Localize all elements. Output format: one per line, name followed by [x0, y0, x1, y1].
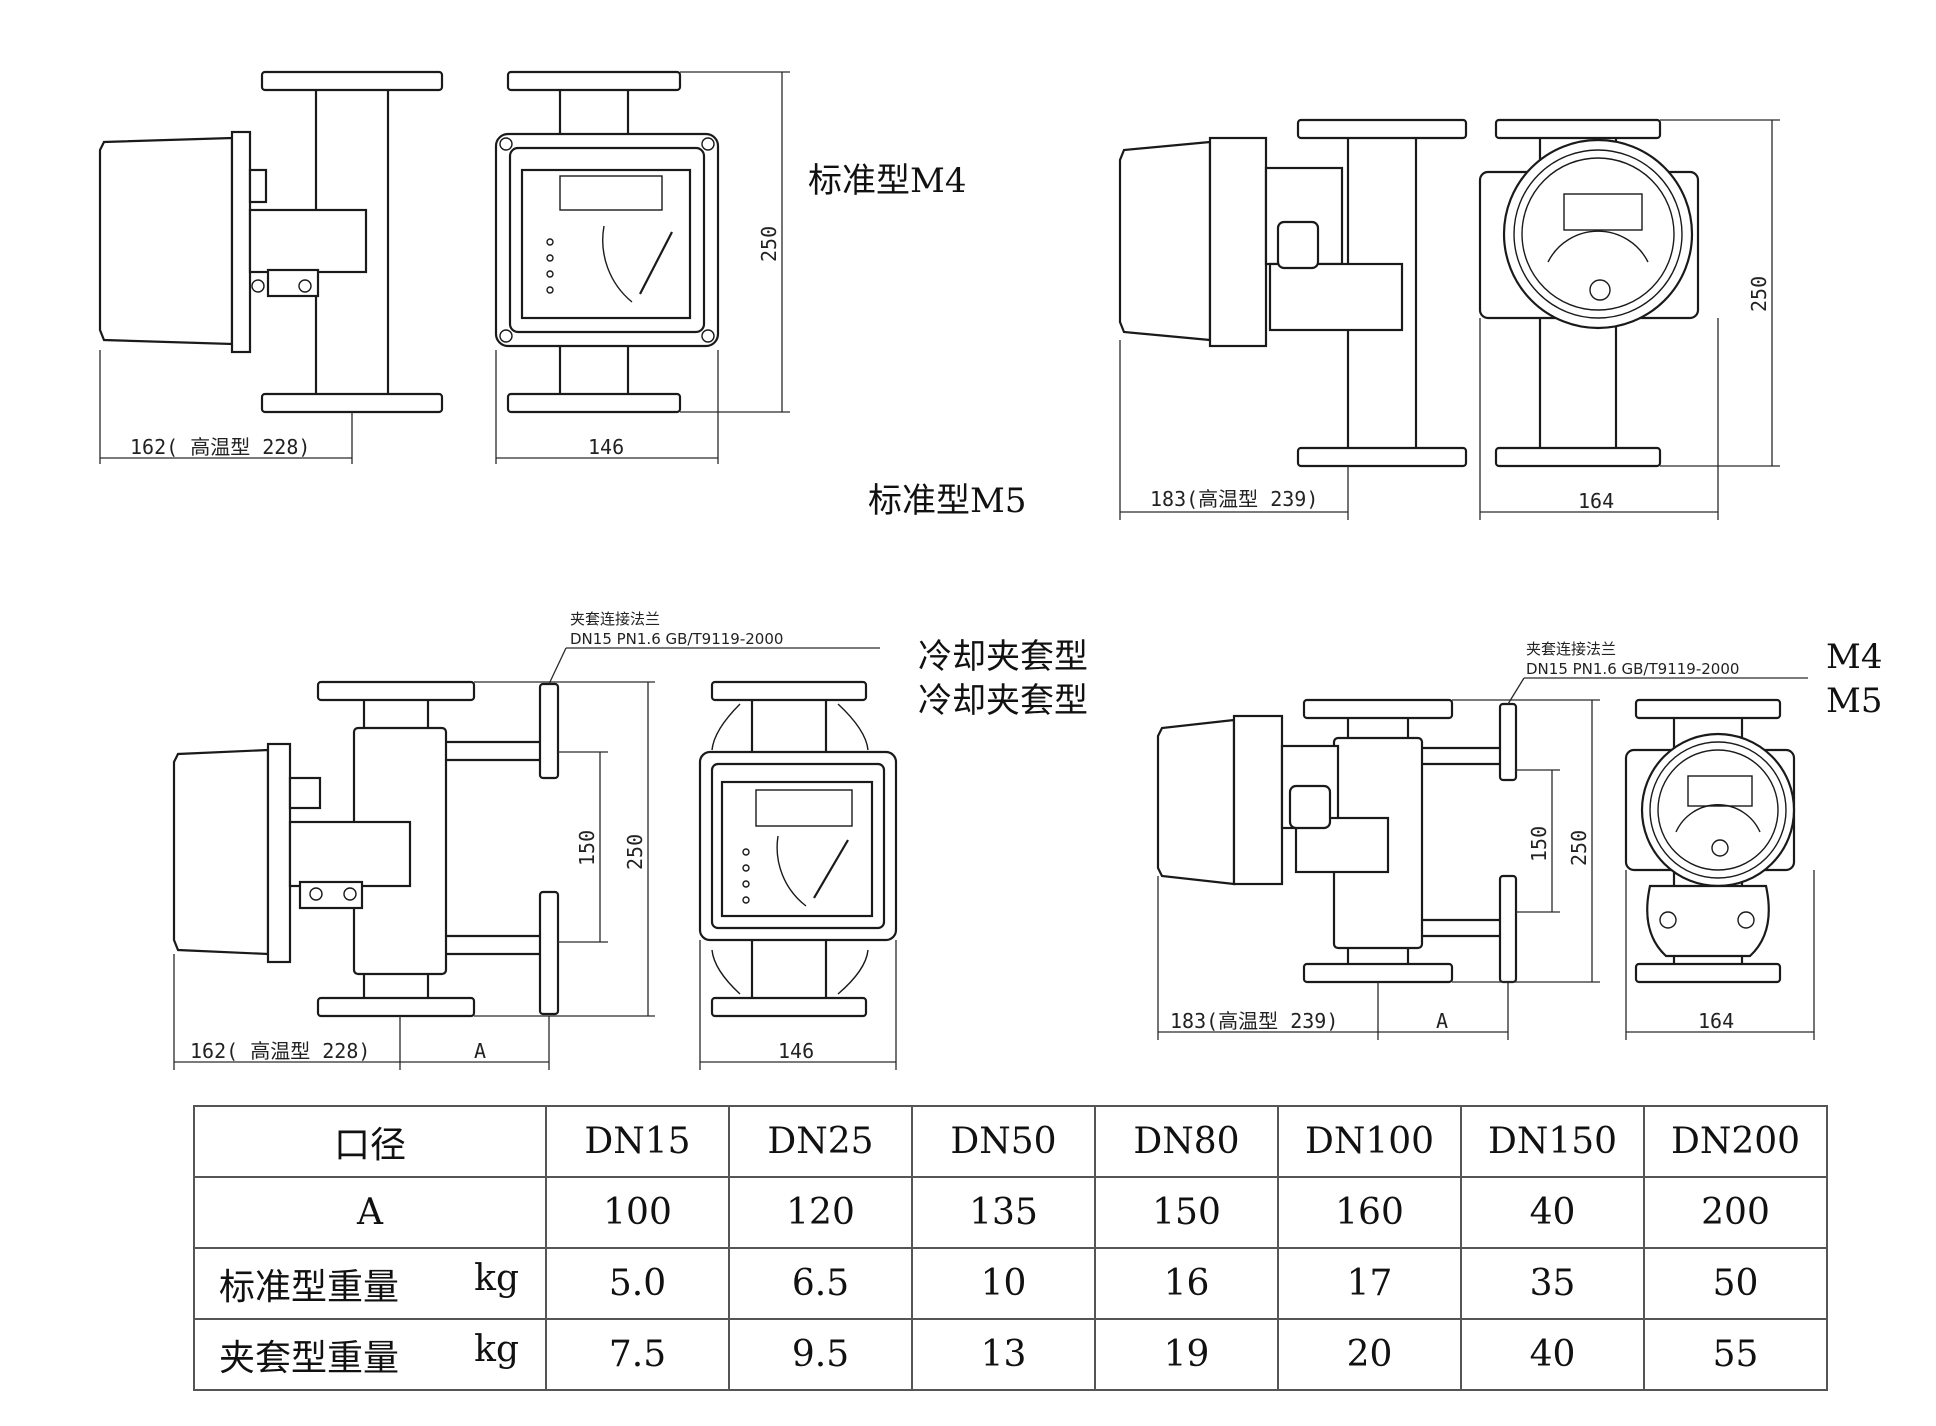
table-header-cell: DN80 — [1094, 1105, 1279, 1178]
table-cell: 55 — [1643, 1318, 1828, 1391]
table-cell: 5.0 — [545, 1247, 730, 1320]
table-cell: 16 — [1094, 1247, 1279, 1320]
table-cell: 13 — [911, 1318, 1096, 1391]
table-cell: 100 — [545, 1176, 730, 1249]
m4-std-width-dim: 146 — [588, 435, 624, 459]
dimension-weight-table: 口径 DN15 DN25 DN50 DN80 DN100 DN150 DN200… — [193, 1105, 1828, 1391]
row-label-cell: 标准型重量 kg — [193, 1247, 547, 1320]
m5-flange-note-spec: DN15 PN1.6 GB/T9119-2000 — [1526, 660, 1739, 678]
table-cell: 35 — [1460, 1247, 1645, 1320]
label-m4-cooling: 冷却夹套型 — [918, 637, 1088, 677]
table-header-cell: DN50 — [911, 1105, 1096, 1178]
m5-cooling-dimensions — [1157, 677, 1815, 1040]
m4-cooling-dimensions — [173, 647, 897, 1070]
table-cell: 7.5 — [545, 1318, 730, 1391]
m4-cool-width-dim: 146 — [778, 1039, 814, 1063]
table-cell: 19 — [1094, 1318, 1279, 1391]
table-header-cell: DN200 — [1643, 1105, 1828, 1178]
label-m5-cooling: 冷却夹套型 — [918, 681, 1088, 721]
m5-cool-a-dim: A — [1436, 1009, 1448, 1033]
table-header-cell: DN25 — [728, 1105, 913, 1178]
row-unit: kg — [474, 1328, 519, 1370]
table-row: 标准型重量 kg 5.0 6.5 10 16 17 35 50 — [193, 1247, 1828, 1320]
m5-cool-inner-dim: 150 — [1527, 826, 1551, 862]
m5-cool-width-dim: 164 — [1698, 1009, 1734, 1033]
table-cell: 17 — [1277, 1247, 1462, 1320]
table-cell: 50 — [1643, 1247, 1828, 1320]
table-row: A 100 120 135 150 160 40 200 — [193, 1176, 1828, 1249]
m4-cooling-side-view — [172, 680, 560, 1018]
m4-std-depth-dim: 162( 高温型 228) — [130, 435, 310, 459]
table-cell: 120 — [728, 1176, 913, 1249]
m5-cooling-front-view — [1624, 698, 1796, 984]
m4-flange-note-spec: DN15 PN1.6 GB/T9119-2000 — [570, 630, 783, 648]
label-m5-standard: 标准型M5 — [868, 481, 1027, 521]
table-cell: 40 — [1460, 1318, 1645, 1391]
m5-cool-depth-dim: 183(高温型 239) — [1170, 1009, 1338, 1033]
table-cell: 200 — [1643, 1176, 1828, 1249]
table-cell: 150 — [1094, 1176, 1279, 1249]
table-cell: 10 — [911, 1247, 1096, 1320]
m5-cooling-side-view — [1156, 698, 1518, 984]
m4-cool-a-dim: A — [474, 1039, 486, 1063]
m4-flange-note-title: 夹套连接法兰 — [570, 610, 660, 628]
row-label: 标准型重量 — [219, 1266, 400, 1308]
m4-std-height-dim: 250 — [757, 226, 781, 262]
table-header-cell: 口径 — [193, 1105, 547, 1178]
m4-cool-height-dim: 250 — [623, 834, 647, 870]
m4-standard-side-view — [98, 70, 444, 414]
m5-standard-side-view — [1118, 118, 1468, 468]
row-label-cell: 夹套型重量 kg — [193, 1318, 547, 1391]
table-cell: 40 — [1460, 1176, 1645, 1249]
table-cell: 6.5 — [728, 1247, 913, 1320]
m5-std-height-dim: 250 — [1747, 276, 1771, 312]
table-header-cell: DN15 — [545, 1105, 730, 1178]
m5-flange-note-title: 夹套连接法兰 — [1526, 640, 1616, 658]
table-cell: 9.5 — [728, 1318, 913, 1391]
table-header-cell: DN150 — [1460, 1105, 1645, 1178]
label-m4-standard: 标准型M4 — [808, 161, 967, 201]
m5-std-width-dim: 164 — [1578, 489, 1614, 513]
label-m5-tag: M5 — [1826, 681, 1883, 721]
row-unit: kg — [474, 1257, 519, 1299]
m4-standard-front-view — [494, 70, 720, 414]
m4-standard-dimensions — [99, 71, 790, 464]
table-header-row: 口径 DN15 DN25 DN50 DN80 DN100 DN150 DN200 — [193, 1105, 1828, 1178]
m4-cooling-front-view — [698, 680, 898, 1018]
m5-std-depth-dim: 183(高温型 239) — [1150, 487, 1318, 511]
table-header-cell: DN100 — [1277, 1105, 1462, 1178]
label-m4-tag: M4 — [1826, 637, 1883, 677]
row-label: A — [193, 1176, 547, 1249]
m5-standard-front-view — [1478, 118, 1700, 468]
m5-cool-height-dim: 250 — [1567, 830, 1591, 866]
m4-cool-inner-dim: 150 — [575, 830, 599, 866]
table-row: 夹套型重量 kg 7.5 9.5 13 19 20 40 55 — [193, 1318, 1828, 1391]
table-cell: 20 — [1277, 1318, 1462, 1391]
m5-standard-dimensions — [1119, 119, 1780, 520]
table-cell: 135 — [911, 1176, 1096, 1249]
row-label: 夹套型重量 — [219, 1337, 400, 1379]
m4-cool-depth-dim: 162( 高温型 228) — [190, 1039, 370, 1063]
table-cell: 160 — [1277, 1176, 1462, 1249]
